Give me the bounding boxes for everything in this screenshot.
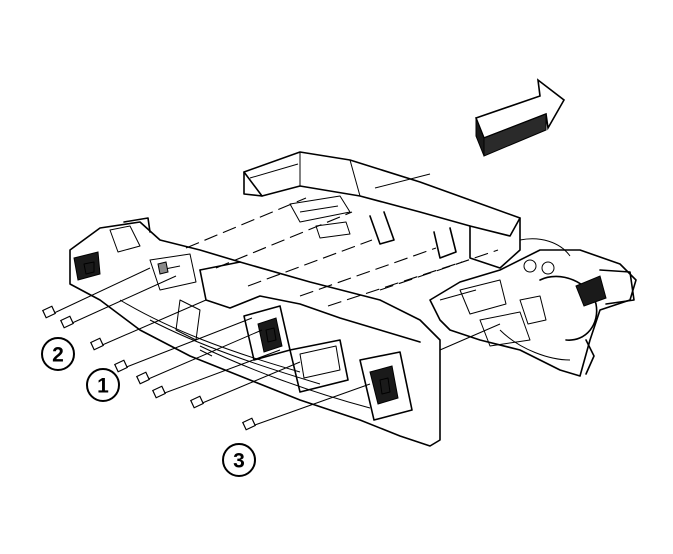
callout-1-label: 1: [97, 375, 109, 398]
bolt-icon: [113, 359, 129, 373]
callout-3-label: 3: [233, 450, 245, 473]
bolt-icon: [135, 371, 151, 385]
fasteners: [41, 267, 501, 431]
callout-2-label: 2: [52, 344, 64, 367]
bolt-icon: [89, 337, 105, 351]
bolt-icon: [151, 385, 167, 399]
forward-arrow-icon: [474, 78, 566, 157]
callout-3: 3: [222, 443, 256, 477]
instrument-panel-carrier: [69, 217, 441, 447]
callout-2: 2: [41, 337, 75, 371]
bolt-icon: [189, 395, 205, 409]
bolt-icon: [59, 315, 75, 329]
right-support-structure: [429, 238, 637, 377]
bolt-icon: [241, 417, 257, 431]
alignment-lines: [185, 197, 499, 307]
upper-air-duct: [243, 151, 521, 269]
callout-1: 1: [86, 368, 120, 402]
bolt-icon: [41, 305, 57, 319]
